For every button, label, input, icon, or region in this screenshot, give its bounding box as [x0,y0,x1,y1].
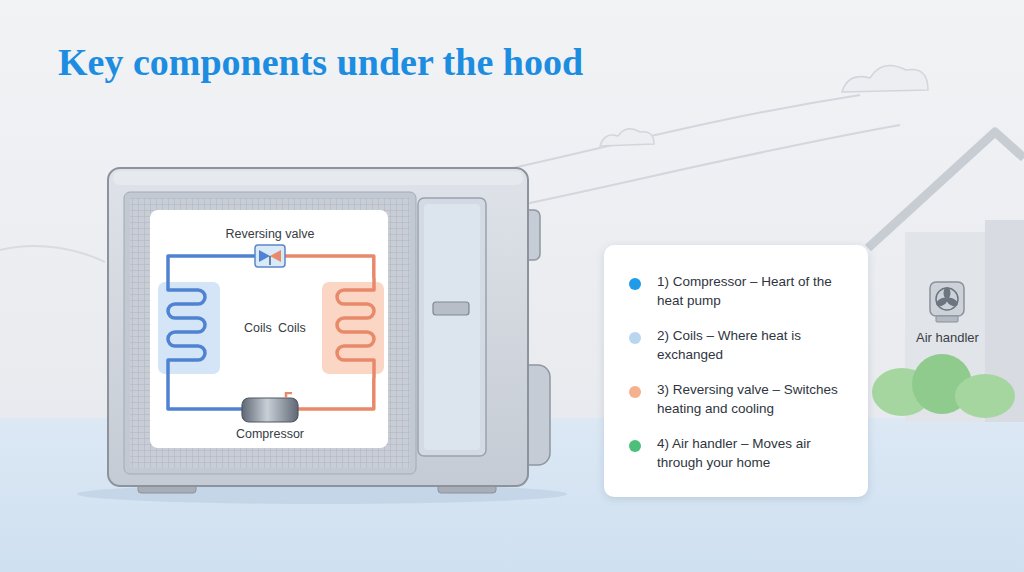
pipe [220,407,243,411]
text-group: Reversing valve [226,226,315,242]
pipe [297,407,320,411]
wind-line [0,246,105,262]
house-roof [868,132,1024,248]
bush [955,374,1015,418]
compressor-node: Compressor [220,392,320,442]
legend-swatch [629,332,641,344]
refrigerant-pipe [168,378,220,409]
wind-line [480,95,860,175]
legend-swatch [629,386,641,398]
valve-stem [269,256,271,265]
coil-tube [337,278,374,378]
coil-tube [168,278,205,378]
fan-grille [130,198,410,468]
air-handler-icon [927,280,967,324]
text-group: Coils [278,320,306,336]
text-group: Compressor [236,426,304,442]
fan-blade [946,296,960,308]
diagram-panel [150,210,388,448]
coil-symbol [158,278,222,378]
node-label: Reversing valve [226,226,315,242]
node-label: Compressor [236,426,304,442]
text-group: Coils [244,320,272,336]
reversing-valve-symbol [220,242,320,270]
legend-text: 4) Air handler – Moves air through your … [657,434,850,472]
page-title: Key components under the hood [58,40,583,84]
legend-row: 3) Reversing valve – Switches heating an… [629,380,850,434]
refrigerant-pipe [320,256,374,278]
legend-text: 3) Reversing valve – Switches heating an… [657,380,850,418]
valve-body [255,245,285,267]
refrigerant-pipe [320,378,374,409]
legend-row: 2) Coils – Where heat is exchanged [629,326,850,380]
coil-node: Coils [278,278,384,378]
handler-base [936,316,958,322]
panel-handle [433,302,469,315]
legend-swatch [629,278,641,290]
fan-blade [944,287,951,299]
legend-card: 1) Compressor – Heart of the heat pump 2)… [604,245,868,497]
legend-swatch [629,440,641,452]
service-panel-face [424,204,480,450]
air-handler-node: Air handler [916,280,979,346]
valve-triangle [259,250,270,262]
coil-symbol [320,278,384,378]
cloud [842,66,928,93]
cloud [600,129,654,146]
valve-node: Reversing valve [220,226,320,270]
node-label: Coils [244,320,272,336]
service-panel [418,198,486,456]
coil [158,278,220,378]
grille-frame [124,192,416,474]
valve-triangle [270,250,281,262]
outdoor-unit-housing [108,168,528,486]
discharge-stub [286,393,292,398]
text-group: Air handler [916,324,979,346]
coil [322,278,384,378]
handler-box [930,282,964,316]
legend-row: 4) Air handler – Moves air through your … [629,434,850,488]
fan-blade [935,296,949,308]
legend-text: 1) Compressor – Heart of the heat pump [657,272,850,310]
legend-row: 1) Compressor – Heart of the heat pump [629,272,850,326]
compressor-body [242,398,298,422]
wind-line [520,125,900,205]
legend-text: 2) Coils – Where heat is exchanged [657,326,850,364]
refrigerant-pipe [168,256,220,278]
node-label: Air handler [916,330,979,346]
housing-lip [113,171,523,185]
compressor-symbol [220,392,320,426]
node-label: Coils [278,320,306,336]
coil-node: Coils [158,278,272,378]
